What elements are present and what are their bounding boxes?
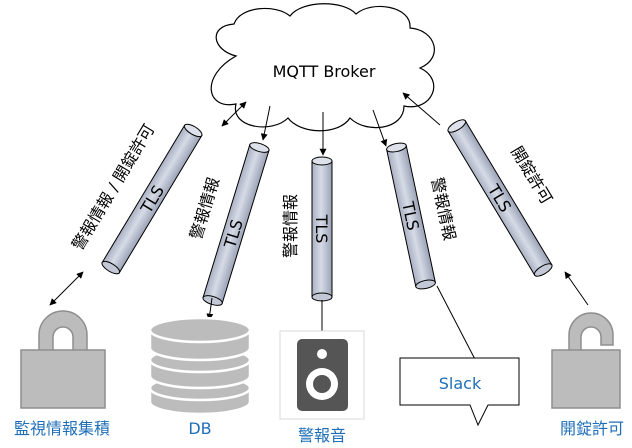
arrow-broker-left2 <box>260 105 271 141</box>
arrow-right2-broker <box>402 92 441 126</box>
arrow-left2-db <box>206 297 214 321</box>
broker-label: MQTT Broker <box>273 62 376 81</box>
node-label-alarm: 警報音 <box>298 426 346 445</box>
tls-label-center: TLS <box>312 214 331 244</box>
side-label-right2: 開錠許可 <box>507 143 556 208</box>
database-icon <box>148 316 252 416</box>
padlock-closed-icon <box>20 310 106 409</box>
node-alarm: 警報音 <box>279 330 365 445</box>
node-label-monitor: 監視情報集積 <box>14 419 110 438</box>
side-label-center: 警報情報 <box>281 194 300 258</box>
arrows <box>49 92 589 368</box>
side-label-right1: 警報情報 <box>427 176 459 243</box>
node-slack: Slack <box>399 357 520 427</box>
padlock-open-icon <box>551 312 621 409</box>
side-label-left2: 警報情報 <box>186 175 223 242</box>
mqtt-broker-cloud: MQTT Broker <box>210 3 435 132</box>
node-label-unlock: 開錠許可 <box>560 419 624 438</box>
arrow-broker-right1 <box>372 109 388 147</box>
node-label-slack: Slack <box>439 374 482 393</box>
arrow-left1-broker <box>221 101 247 127</box>
node-monitor: 監視情報集積 <box>14 310 110 438</box>
arrow-unlock-right2 <box>564 271 589 306</box>
speaker-icon <box>279 330 365 420</box>
speech-bubble-icon <box>399 357 520 427</box>
tls-label-left2: TLS <box>220 217 247 251</box>
arrow-right1-slack <box>436 285 480 368</box>
node-label-db: DB <box>188 419 211 438</box>
node-db: DB <box>148 316 252 438</box>
pipe-left2: TLS <box>202 142 270 306</box>
pipe-right1: TLS <box>386 142 436 290</box>
node-unlock: 開錠許可 <box>551 312 624 438</box>
side-label-left1: 警報情報 / 開錠許可 <box>68 121 158 254</box>
arrow-monitor-pipe <box>49 271 84 306</box>
pipe-center: TLS <box>311 156 333 302</box>
